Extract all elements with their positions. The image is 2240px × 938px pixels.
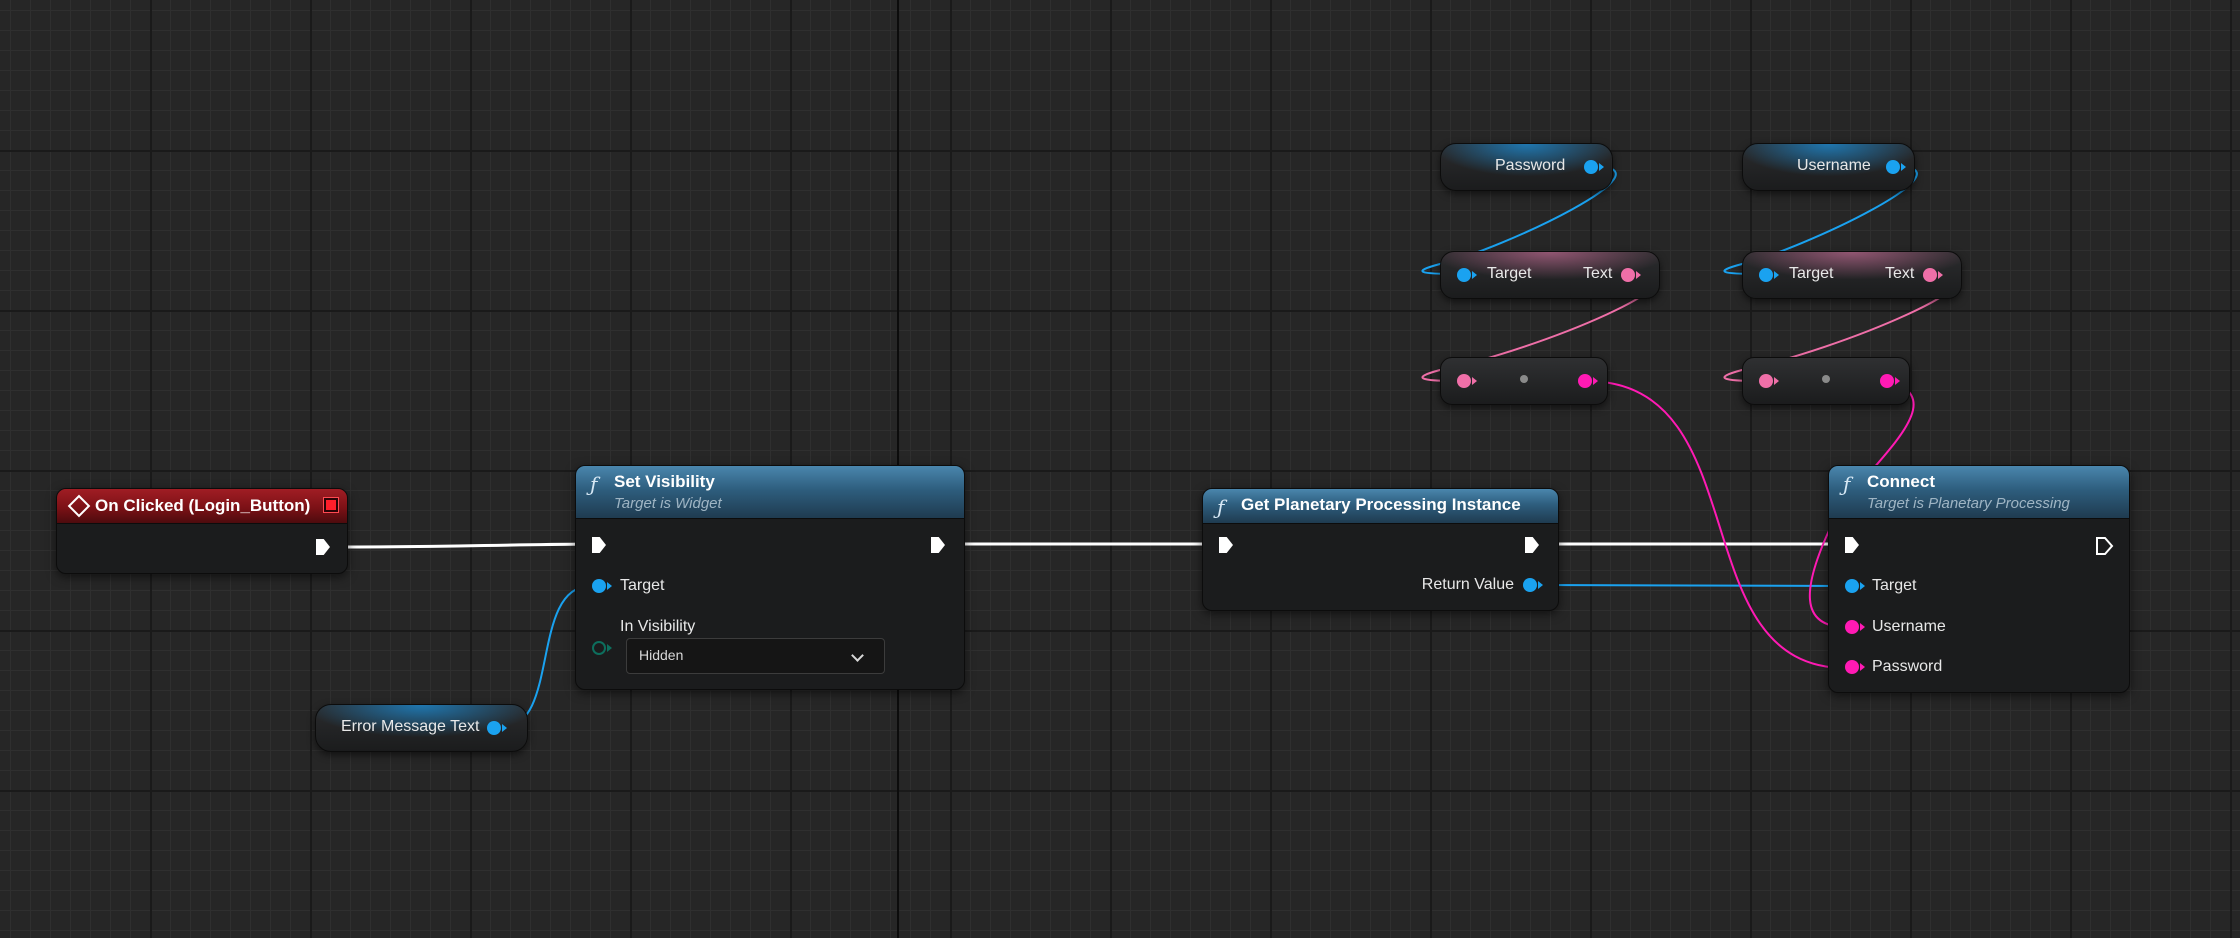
username-conversion-node[interactable] [1742,357,1910,405]
connect-target-arrow [1860,582,1865,590]
event-diamond-icon [67,494,91,518]
username-var-node[interactable]: Username [1742,143,1915,191]
username-var-out-pin[interactable] [1886,160,1900,174]
delegate-output-pin[interactable] [324,498,338,512]
function-icon: ƒ [1217,495,1225,519]
password-conv-out-pin[interactable] [1578,374,1592,388]
username-conv-in-arrow [1774,377,1779,385]
target-pin-arrow [607,582,612,590]
in-visibility-label: In Visibility [620,618,696,635]
password-get-text-text-label: Text [1583,265,1613,282]
exec-out-pin[interactable] [931,537,945,553]
connect-password-arrow [1860,663,1865,671]
object-wire-returnvalue-to-target [1535,584,1847,587]
password-get-text-target-label: Target [1487,265,1532,282]
connect-target-pin[interactable] [1845,579,1859,593]
visibility-dropdown-value: Hidden [639,647,684,663]
set-visibility-node[interactable]: ƒ Set Visibility Target is Widget Target… [575,465,965,690]
conversion-dot-icon [1822,375,1830,383]
function-icon: ƒ [1843,472,1851,496]
username-conv-out-pin[interactable] [1880,374,1894,388]
in-visibility-pin-arrow [607,644,612,652]
exec-in-pin[interactable] [1219,537,1233,553]
set-visibility-header: ƒ Set Visibility Target is Widget [576,466,964,519]
password-conv-out-arrow [1593,377,1598,385]
password-var-out-pin[interactable] [1584,160,1598,174]
return-value-pin-arrow [1538,581,1543,589]
username-conv-out-arrow [1895,377,1900,385]
password-get-text-out-pin[interactable] [1621,268,1635,282]
function-icon: ƒ [590,472,598,496]
username-var-out-arrow [1901,163,1906,171]
target-label: Target [620,577,665,594]
exec-out-pin[interactable] [316,539,330,555]
conversion-dot-icon [1520,375,1528,383]
on-clicked-event-node[interactable]: On Clicked (Login_Button) [56,488,348,574]
password-var-label: Password [1495,157,1566,174]
username-get-text-out-pin[interactable] [1923,268,1937,282]
error-message-text-var-node[interactable]: Error Message Text [315,704,528,752]
exec-out-pin-unconnected-icon[interactable] [2095,536,2115,556]
get-instance-title: Get Planetary Processing Instance [1241,495,1521,514]
password-get-text-out-arrow [1636,271,1641,279]
username-var-label: Username [1797,157,1871,174]
string-wire-password-conv-to-connect [1585,380,1847,669]
exec-wire-event-to-setvisibility [331,542,592,549]
set-visibility-title: Set Visibility [614,472,715,491]
username-get-text-target-label: Target [1789,265,1834,282]
event-node-header: On Clicked (Login_Button) [57,489,347,524]
exec-in-pin[interactable] [1845,537,1859,553]
username-get-text-target-arrow [1774,271,1779,279]
in-visibility-pin[interactable] [592,641,606,655]
exec-out-pin[interactable] [1525,537,1539,553]
connect-password-pin[interactable] [1845,660,1859,674]
username-conv-in-pin[interactable] [1759,374,1773,388]
error-message-text-out-arrow [502,724,507,732]
return-value-label: Return Value [1421,576,1514,593]
username-get-text-node[interactable]: Target Text [1742,251,1962,299]
exec-in-pin[interactable] [592,537,606,553]
visibility-dropdown[interactable]: Hidden [626,638,885,674]
password-get-text-target-pin[interactable] [1457,268,1471,282]
connect-title: Connect [1867,472,1935,491]
return-value-pin[interactable] [1523,578,1537,592]
password-var-out-arrow [1599,163,1604,171]
username-get-text-text-label: Text [1885,265,1915,282]
password-get-text-node[interactable]: Target Text [1440,251,1660,299]
get-planetary-processing-instance-node[interactable]: ƒ Get Planetary Processing Instance Retu… [1202,488,1559,611]
chevron-down-icon [851,649,864,662]
connect-password-label: Password [1872,658,1943,675]
password-conversion-node[interactable] [1440,357,1608,405]
connect-node[interactable]: ƒ Connect Target is Planetary Processing… [1828,465,2130,693]
password-conv-in-pin[interactable] [1457,374,1471,388]
target-pin[interactable] [592,579,606,593]
password-var-node[interactable]: Password [1440,143,1613,191]
set-visibility-subtitle: Target is Widget [614,495,722,512]
error-message-text-out-pin[interactable] [487,721,501,735]
event-node-title: On Clicked (Login_Button) [95,496,311,515]
connect-target-label: Target [1872,577,1917,594]
connect-username-label: Username [1872,618,1946,635]
password-get-text-target-arrow [1472,271,1477,279]
username-get-text-target-pin[interactable] [1759,268,1773,282]
connect-username-arrow [1860,623,1865,631]
error-message-text-label: Error Message Text [341,718,480,735]
username-get-text-out-arrow [1938,271,1943,279]
connect-header: ƒ Connect Target is Planetary Processing [1829,466,2129,519]
connect-username-pin[interactable] [1845,620,1859,634]
password-conv-in-arrow [1472,377,1477,385]
get-instance-header: ƒ Get Planetary Processing Instance [1203,489,1558,524]
connect-subtitle: Target is Planetary Processing [1867,495,2070,512]
